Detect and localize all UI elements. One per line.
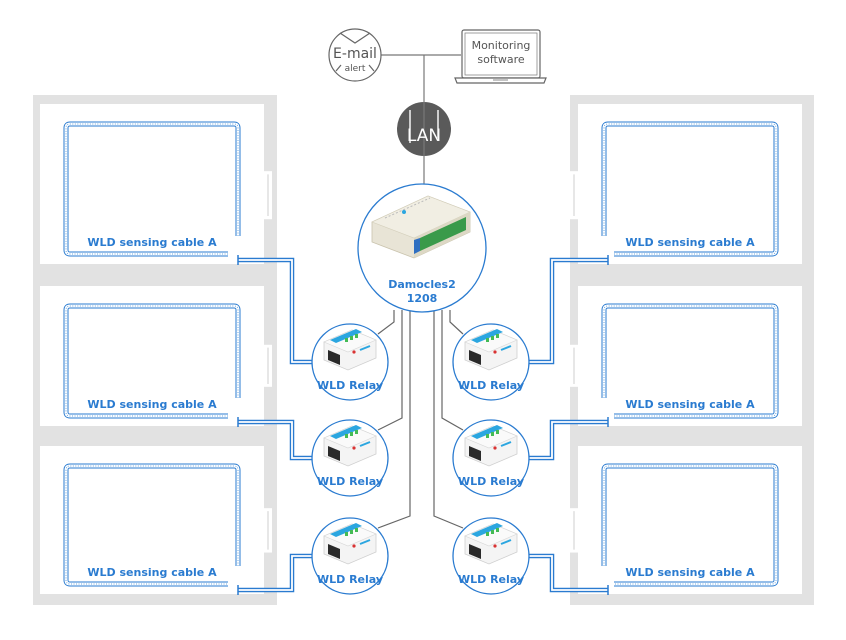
- relay-label: WLD Relay: [317, 573, 383, 586]
- sensing-cable: [63, 463, 241, 587]
- email-alert-node[interactable]: E-mail alert: [328, 28, 382, 82]
- laptop-icon: [454, 29, 547, 84]
- sensing-cable-label: WLD sensing cable A: [625, 566, 755, 579]
- wld-relay-left-2[interactable]: WLD Relay: [311, 419, 389, 497]
- monitoring-software-node[interactable]: Monitoring software: [454, 29, 547, 84]
- sensing-cable-label: WLD sensing cable A: [87, 398, 217, 411]
- wld-relay-right-1[interactable]: WLD Relay: [452, 323, 530, 401]
- sensing-cable: [601, 121, 779, 257]
- room-right-1: WLD sensing cable A: [570, 104, 802, 264]
- room-right-2: WLD sensing cable A: [570, 286, 802, 426]
- envelope-icon: [328, 28, 382, 82]
- email-label: E-mail: [333, 46, 377, 62]
- wld-relay-right-3[interactable]: WLD Relay: [452, 517, 530, 595]
- sensing-cable: [601, 463, 779, 587]
- relay-link-left-3: [377, 310, 411, 529]
- lan-node: LAN: [397, 102, 451, 193]
- room-left-1: WLD sensing cable A: [40, 104, 272, 264]
- relay-label: WLD Relay: [458, 379, 524, 392]
- lan-label: LAN: [407, 126, 441, 146]
- wld-relay-right-2[interactable]: WLD Relay: [452, 419, 530, 497]
- controller-model: 1208: [407, 292, 438, 305]
- room-left-3: WLD sensing cable A: [40, 446, 272, 594]
- sensing-cable-label: WLD sensing cable A: [87, 236, 217, 249]
- sensing-cable-label: WLD sensing cable A: [625, 398, 755, 411]
- wld-relay-left-1[interactable]: WLD Relay: [311, 323, 389, 401]
- relay-label: WLD Relay: [458, 573, 524, 586]
- relay-link-right-3: [433, 310, 464, 529]
- relay-link-right-1: [449, 310, 464, 335]
- monitoring-label: Monitoring: [472, 39, 531, 52]
- network-top: E-mail alert Monitoring software LAN: [328, 28, 547, 193]
- relay-label: WLD Relay: [317, 475, 383, 488]
- monitoring-sub-label: software: [477, 53, 524, 66]
- damocles-device-icon: [371, 195, 471, 259]
- wld-relay-left-3[interactable]: WLD Relay: [311, 517, 389, 595]
- relay-link-right-2: [441, 310, 464, 431]
- room-left-2: WLD sensing cable A: [40, 286, 272, 426]
- sensing-cable-label: WLD sensing cable A: [625, 236, 755, 249]
- relay-link-left-2: [377, 310, 403, 431]
- sensing-cable: [601, 303, 779, 419]
- sensing-cable: [63, 121, 241, 257]
- sensing-cable: [63, 303, 241, 419]
- controller-label: Damocles2: [388, 278, 456, 291]
- sensing-cable-label: WLD sensing cable A: [87, 566, 217, 579]
- email-sub-label: alert: [345, 64, 366, 74]
- relay-label: WLD Relay: [458, 475, 524, 488]
- relay-link-left-1: [377, 310, 395, 335]
- damocles-controller[interactable]: Damocles2 1208: [357, 183, 487, 313]
- relay-label: WLD Relay: [317, 379, 383, 392]
- room-right-3: WLD sensing cable A: [570, 446, 802, 594]
